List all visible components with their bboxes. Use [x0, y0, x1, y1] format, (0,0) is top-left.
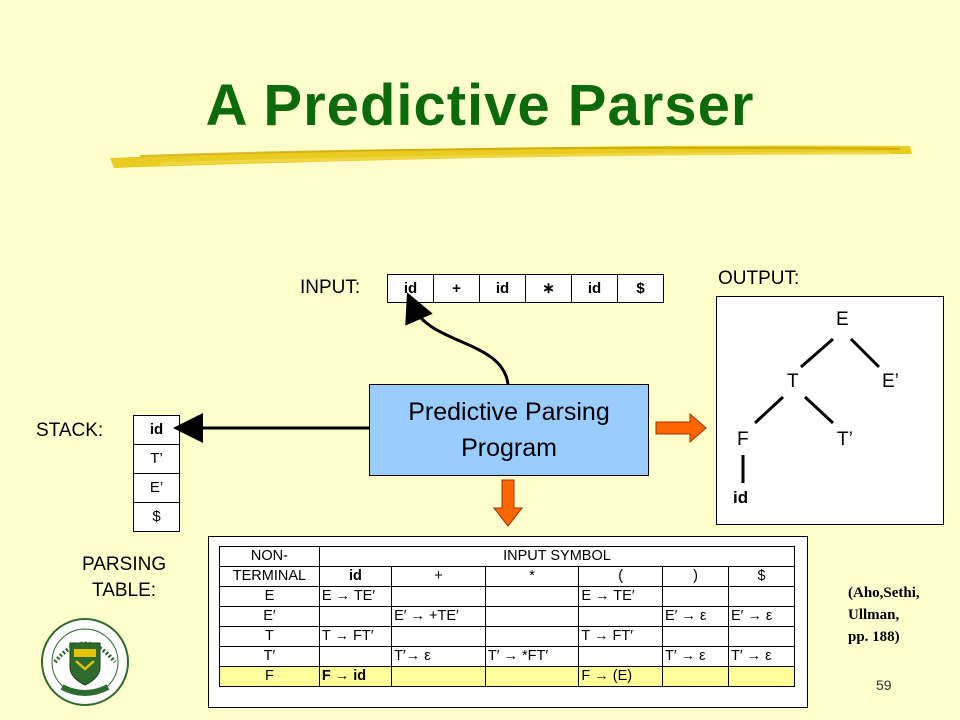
table-row: E′ E′ → +TE′ E′ → ε E′ → ε	[219, 606, 796, 627]
citation: (Aho,Sethi, Ullman, pp. 188)	[848, 585, 920, 645]
table-cell	[484, 606, 580, 627]
column-header: id	[318, 566, 393, 587]
table-cell: T′→ ε	[391, 646, 486, 667]
parsing-table-grid: NON- INPUT SYMBOL TERMINAL id + * ( ) $ …	[219, 546, 796, 687]
input-token: +	[433, 274, 480, 303]
table-cell: F → id	[318, 666, 393, 687]
stack-label: STACK:	[36, 420, 104, 441]
parsing-table: NON- INPUT SYMBOL TERMINAL id + * ( ) $ …	[208, 536, 808, 708]
table-cell	[578, 646, 663, 667]
orange-arrow-to-output	[655, 412, 707, 444]
table-row-highlighted: F F → id F → (E)	[219, 666, 796, 687]
column-header: *	[484, 566, 580, 587]
output-label: OUTPUT:	[718, 268, 800, 289]
table-cell	[484, 666, 580, 687]
input-symbol-header: INPUT SYMBOL	[318, 546, 796, 567]
nt-header: NON-	[219, 546, 320, 567]
row-nonterminal: T′	[219, 646, 320, 667]
stack-item: T’	[133, 444, 180, 474]
input-token: $	[617, 274, 664, 303]
tree-node-e-prime: E’	[882, 371, 899, 392]
row-nonterminal: E	[219, 586, 320, 607]
table-cell	[727, 626, 796, 647]
stack: id T’ E’ $	[133, 415, 180, 532]
tree-node-t-prime: T’	[837, 429, 853, 450]
table-cell: T′ → ε	[727, 646, 796, 667]
parse-tree-edges	[741, 337, 881, 483]
input-token: ∗	[525, 274, 572, 303]
stack-item: E’	[133, 473, 180, 503]
table-cell: F → (E)	[578, 666, 663, 687]
tree-node-t: T	[787, 371, 799, 392]
table-cell: T → FT′	[318, 626, 393, 647]
table-cell	[727, 586, 796, 607]
arrow-to-input	[405, 292, 510, 385]
row-nonterminal: E′	[219, 606, 320, 627]
page-number: 59	[876, 677, 892, 693]
column-header: )	[662, 566, 729, 587]
slide-title: A Predictive Parser	[205, 73, 755, 138]
table-cell	[484, 586, 580, 607]
table-cell: E′ → ε	[662, 606, 729, 627]
input-label: INPUT:	[300, 277, 361, 298]
table-cell	[727, 666, 796, 687]
table-row: T′ T′→ ε T′ → *FT′ T′ → ε T′ → ε	[219, 646, 796, 667]
table-cell	[484, 626, 580, 647]
stack-item: $	[133, 502, 180, 532]
table-cell	[662, 626, 729, 647]
table-cell: E′ → ε	[727, 606, 796, 627]
row-nonterminal: T	[219, 626, 320, 647]
tree-node-id: id	[733, 488, 749, 507]
output-parse-tree: E T E’ F T’ id	[716, 296, 944, 525]
column-header: (	[578, 566, 663, 587]
table-cell	[578, 606, 663, 627]
table-cell: T → FT′	[578, 626, 663, 647]
column-header: $	[727, 566, 796, 587]
table-cell: E′ → +TE′	[391, 606, 486, 627]
tree-node-f: F	[737, 429, 749, 450]
university-logo-icon	[41, 618, 129, 706]
program-line-2: Program	[461, 434, 557, 462]
table-cell: E → TE′	[318, 586, 393, 607]
column-header: +	[391, 566, 486, 587]
parsing-table-label: PARSING TABLE:	[82, 554, 167, 601]
table-cell: T′ → ε	[662, 646, 729, 667]
table-cell	[391, 626, 486, 647]
table-row: T T → FT′ T → FT′	[219, 626, 796, 647]
table-cell	[391, 666, 486, 687]
title-underline	[110, 145, 912, 168]
program-line-1: Predictive Parsing	[408, 398, 610, 426]
table-cell	[318, 646, 393, 667]
table-cell	[662, 586, 729, 607]
table-cell	[318, 606, 393, 627]
row-nonterminal: F	[219, 666, 320, 687]
table-cell: E → TE′	[578, 586, 663, 607]
nt-header-2: TERMINAL	[219, 566, 320, 587]
table-cell: T′ → *FT′	[484, 646, 580, 667]
predictive-parsing-program: Predictive Parsing Program	[369, 384, 649, 476]
table-row: E E → TE′ E → TE′	[219, 586, 796, 607]
orange-arrow-to-table	[492, 479, 524, 527]
table-cell	[391, 586, 486, 607]
table-cell	[662, 666, 729, 687]
tree-node-e: E	[836, 309, 849, 330]
